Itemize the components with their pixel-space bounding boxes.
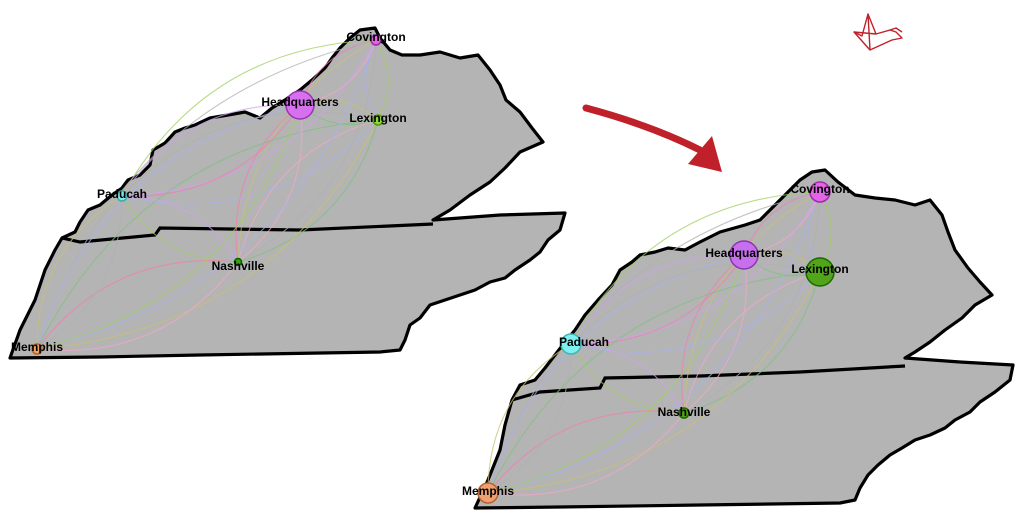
flow-line bbox=[121, 195, 239, 263]
flow-lines-before bbox=[36, 39, 389, 351]
flow-line bbox=[487, 271, 821, 494]
flow-line bbox=[570, 254, 745, 345]
flow-line bbox=[237, 119, 379, 263]
city-labels-after: CovingtonHeadquartersLexingtonPaducahNas… bbox=[462, 182, 850, 498]
flow-line bbox=[121, 111, 379, 197]
flow-line bbox=[683, 271, 821, 414]
kentucky-tennessee-outline-after bbox=[473, 168, 1015, 510]
city-label-memphis: Memphis bbox=[462, 484, 514, 498]
city-label-memphis: Memphis bbox=[11, 340, 63, 354]
city-node-paducah[interactable] bbox=[116, 190, 128, 202]
kentucky-tennessee-outline-before bbox=[8, 26, 567, 360]
city-node-headquarters[interactable] bbox=[285, 90, 315, 120]
flow-line bbox=[121, 39, 377, 197]
flow-line bbox=[375, 39, 389, 121]
city-node-paducah[interactable] bbox=[560, 333, 582, 355]
city-label-lexington: Lexington bbox=[349, 111, 406, 125]
city-nodes-after bbox=[477, 181, 835, 504]
city-node-lexington[interactable] bbox=[805, 257, 835, 287]
flow-line bbox=[487, 271, 821, 494]
city-label-headquarters: Headquarters bbox=[261, 95, 339, 109]
transition-arrow bbox=[582, 104, 722, 172]
flow-line bbox=[570, 191, 821, 345]
flow-line bbox=[570, 263, 821, 345]
city-node-covington[interactable] bbox=[370, 34, 382, 46]
city-nodes-before bbox=[31, 34, 384, 355]
map-before: CovingtonHeadquartersLexingtonPaducahNas… bbox=[8, 26, 567, 360]
flow-line bbox=[36, 119, 379, 350]
city-node-headquarters[interactable] bbox=[729, 240, 759, 270]
city-label-covington: Covington bbox=[346, 30, 405, 44]
flow-line bbox=[487, 191, 821, 494]
city-labels-before: CovingtonHeadquartersLexingtonPaducahNas… bbox=[11, 30, 407, 354]
flow-line bbox=[487, 343, 572, 494]
city-node-memphis[interactable] bbox=[477, 482, 499, 504]
flow-line bbox=[36, 195, 123, 350]
flow-line bbox=[683, 191, 821, 414]
flow-line bbox=[36, 39, 377, 350]
flow-line bbox=[570, 254, 745, 345]
city-label-lexington: Lexington bbox=[791, 262, 848, 276]
flow-line bbox=[36, 195, 123, 350]
flow-line bbox=[36, 39, 377, 350]
flow-line bbox=[487, 343, 572, 494]
flow-line bbox=[36, 104, 301, 350]
city-label-paducah: Paducah bbox=[97, 187, 147, 201]
flow-line bbox=[121, 104, 301, 197]
flow-line bbox=[121, 104, 301, 197]
flow-line bbox=[237, 104, 303, 263]
state-border-after bbox=[511, 364, 906, 402]
flow-line bbox=[36, 261, 239, 351]
city-node-nashville[interactable] bbox=[233, 257, 243, 267]
flow-line bbox=[570, 271, 821, 353]
flow-line bbox=[36, 104, 301, 350]
flow-line bbox=[487, 412, 685, 496]
flow-line bbox=[237, 39, 377, 263]
flow-line bbox=[237, 39, 377, 263]
city-node-memphis[interactable] bbox=[31, 343, 43, 355]
flow-line bbox=[487, 410, 685, 494]
flow-line bbox=[36, 260, 239, 350]
flow-line bbox=[570, 343, 685, 414]
flow-line bbox=[121, 119, 379, 205]
flow-line bbox=[237, 119, 379, 263]
map-after: CovingtonHeadquartersLexingtonPaducahNas… bbox=[462, 168, 1015, 510]
flow-line bbox=[487, 254, 745, 494]
state-border-before bbox=[61, 222, 434, 244]
flow-line bbox=[121, 39, 377, 197]
flow-line bbox=[36, 119, 379, 350]
flow-line bbox=[683, 271, 821, 414]
city-label-headquarters: Headquarters bbox=[705, 246, 783, 260]
origami-bird-logo bbox=[853, 13, 903, 51]
city-node-nashville[interactable] bbox=[678, 407, 690, 419]
city-node-covington[interactable] bbox=[809, 181, 831, 203]
flow-line bbox=[570, 191, 821, 345]
city-label-nashville: Nashville bbox=[212, 259, 265, 273]
flow-line bbox=[683, 254, 747, 414]
flow-line bbox=[235, 104, 301, 263]
city-label-paducah: Paducah bbox=[559, 335, 609, 349]
city-label-covington: Covington bbox=[790, 182, 849, 196]
flow-lines-after bbox=[487, 191, 832, 496]
city-label-nashville: Nashville bbox=[658, 405, 711, 419]
flow-line bbox=[681, 254, 745, 414]
city-node-lexington[interactable] bbox=[372, 114, 384, 126]
